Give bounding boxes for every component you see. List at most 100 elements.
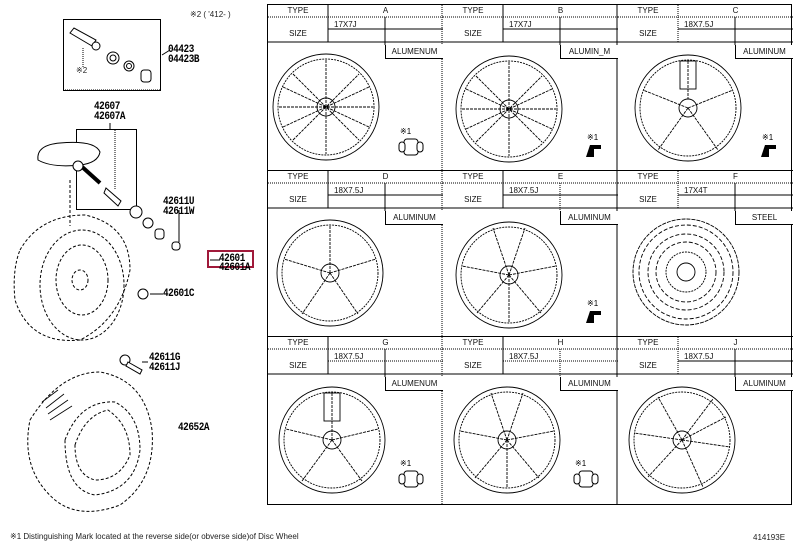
wheel-c-icon: [634, 54, 742, 162]
cell-grid-lines: [268, 5, 443, 171]
material-label: ALUMINUM: [560, 377, 618, 391]
material-label: ALUMINUM: [560, 211, 618, 225]
size-label: SIZE: [639, 29, 657, 38]
part-number-42601a[interactable]: 42601A: [219, 262, 251, 274]
wheel-cell-b[interactable]: TYPE B SIZE 17X7J ALUMIN_M ※1: [443, 5, 618, 171]
type-label: TYPE: [287, 338, 309, 347]
wheel-cell-d[interactable]: TYPE D SIZE 18X7.5J ALUMINUM: [268, 171, 443, 337]
size-label: SIZE: [464, 29, 482, 38]
type-value: E: [557, 172, 564, 181]
type-value: D: [382, 172, 389, 181]
wheel-a-icon: [272, 53, 380, 161]
valve-cap-mark-icon: [398, 138, 424, 156]
cell-grid-lines: [618, 171, 793, 337]
part-number-42601c[interactable]: 42601C: [163, 288, 195, 300]
wheel-cell-f[interactable]: TYPE F SIZE 17X4T STEEL: [618, 171, 793, 337]
tire-drawing: [27, 354, 153, 512]
wheel-cell-g[interactable]: TYPE G SIZE 18X7.5J ALUMENUM ※1: [268, 337, 443, 505]
type-value: G: [382, 338, 389, 347]
valve-kit-drawing: [13, 19, 220, 341]
cell-grid-lines: [268, 337, 443, 505]
part-number-42607a[interactable]: 42607A: [94, 111, 126, 123]
part-number-42607[interactable]: 42607: [94, 101, 120, 113]
size-value: 18X7.5J: [509, 352, 539, 361]
cell-grid-lines: [443, 337, 618, 505]
size-value: 18X7.5J: [509, 186, 539, 195]
material-label: ALUMENUM: [385, 45, 443, 59]
step-mark-icon: [586, 145, 601, 157]
part-number-42611w[interactable]: 42611W: [163, 206, 195, 218]
mark-note: ※1: [587, 133, 599, 142]
part-number-42601[interactable]: 42601: [219, 253, 245, 265]
material-label: ALUMINUM: [735, 45, 793, 59]
size-value: 18X7.5J: [334, 352, 364, 361]
type-value: J: [733, 338, 738, 347]
wheel-cell-a[interactable]: TYPE A SIZE 17X7J ALUMENUM ※1: [268, 5, 443, 171]
type-label: TYPE: [462, 6, 484, 15]
size-label: SIZE: [464, 361, 482, 370]
mark-note: ※1: [587, 299, 599, 308]
type-label: TYPE: [287, 6, 309, 15]
type-label: TYPE: [462, 172, 484, 181]
type-value: F: [733, 172, 738, 181]
size-label: SIZE: [639, 361, 657, 370]
wheel-j-icon: [628, 386, 736, 494]
size-label: SIZE: [639, 195, 657, 204]
part-number-42652a[interactable]: 42652A: [178, 422, 210, 434]
size-value: 17X7J: [334, 20, 357, 29]
type-value: C: [732, 6, 739, 15]
step-mark-icon: [761, 145, 776, 157]
material-label: ALUMIN_M: [560, 45, 618, 59]
size-value: 18X7.5J: [334, 186, 364, 195]
size-label: SIZE: [289, 361, 307, 370]
wheel-cell-c[interactable]: TYPE C SIZE 18X7.5J ALUMINUM ※1: [618, 5, 793, 171]
size-label: SIZE: [464, 195, 482, 204]
type-label: TYPE: [462, 338, 484, 347]
part-number-42611g[interactable]: 42611G: [149, 352, 181, 364]
type-label: TYPE: [637, 338, 659, 347]
type-label: TYPE: [637, 6, 659, 15]
valve-cap-mark-icon: [398, 470, 424, 488]
material-label: ALUMINUM: [735, 377, 793, 391]
wheel-type-table: TYPE A SIZE 17X7J ALUMENUM ※1 TYPE B: [267, 4, 793, 505]
size-value: 18X7.5J: [684, 352, 714, 361]
part-number-04423b[interactable]: 04423B: [168, 54, 200, 66]
size-value: 17X7J: [509, 20, 532, 29]
cell-grid-lines: [443, 171, 618, 337]
type-value: B: [557, 6, 564, 15]
material-label: ALUMINUM: [385, 211, 443, 225]
type-label: TYPE: [287, 172, 309, 181]
material-label: STEEL: [735, 211, 793, 225]
valve-cap-mark-icon: [573, 470, 599, 488]
wheel-g-icon: [278, 386, 386, 494]
wheel-e-icon: [455, 221, 563, 329]
highlight-box: [207, 250, 254, 268]
cell-grid-lines: [618, 337, 793, 494]
wheel-cell-h[interactable]: TYPE H SIZE 18X7.5J ALUMINUM ※1: [443, 337, 618, 505]
wheel-b-icon: [455, 55, 563, 163]
size-label: SIZE: [289, 195, 307, 204]
part-number-42611u[interactable]: 42611U: [163, 196, 195, 208]
cell-grid-lines: [268, 171, 443, 337]
valve-date-note: ※2 ( '412- ): [190, 10, 231, 19]
type-label: TYPE: [637, 172, 659, 181]
steel-wheel-f-icon: [632, 218, 740, 326]
cell-grid-lines: [443, 5, 618, 171]
wheel-d-icon: [276, 219, 384, 327]
type-value: A: [382, 6, 389, 15]
wheel-cell-e[interactable]: TYPE E SIZE 18X7.5J ALUMINUM ※1: [443, 171, 618, 337]
size-value: 17X4T: [684, 186, 708, 195]
valve-kit-note: ※2: [76, 66, 88, 75]
type-value: H: [557, 338, 564, 347]
mark-note: ※1: [575, 459, 587, 468]
size-value: 18X7.5J: [684, 20, 714, 29]
material-label: ALUMENUM: [385, 377, 443, 391]
part-number-04423[interactable]: 04423: [168, 44, 194, 56]
mark-note: ※1: [400, 127, 412, 136]
part-number-42611j[interactable]: 42611J: [149, 362, 181, 374]
distinguishing-mark-footnote: ※1 Distinguishing Mark located at the re…: [10, 532, 299, 541]
wheel-cell-j[interactable]: TYPE J SIZE 18X7.5J ALUMINUM: [618, 337, 793, 503]
mark-note: ※1: [762, 133, 774, 142]
cell-grid-lines: [618, 5, 793, 171]
diagram-id: 414193E: [753, 533, 786, 542]
